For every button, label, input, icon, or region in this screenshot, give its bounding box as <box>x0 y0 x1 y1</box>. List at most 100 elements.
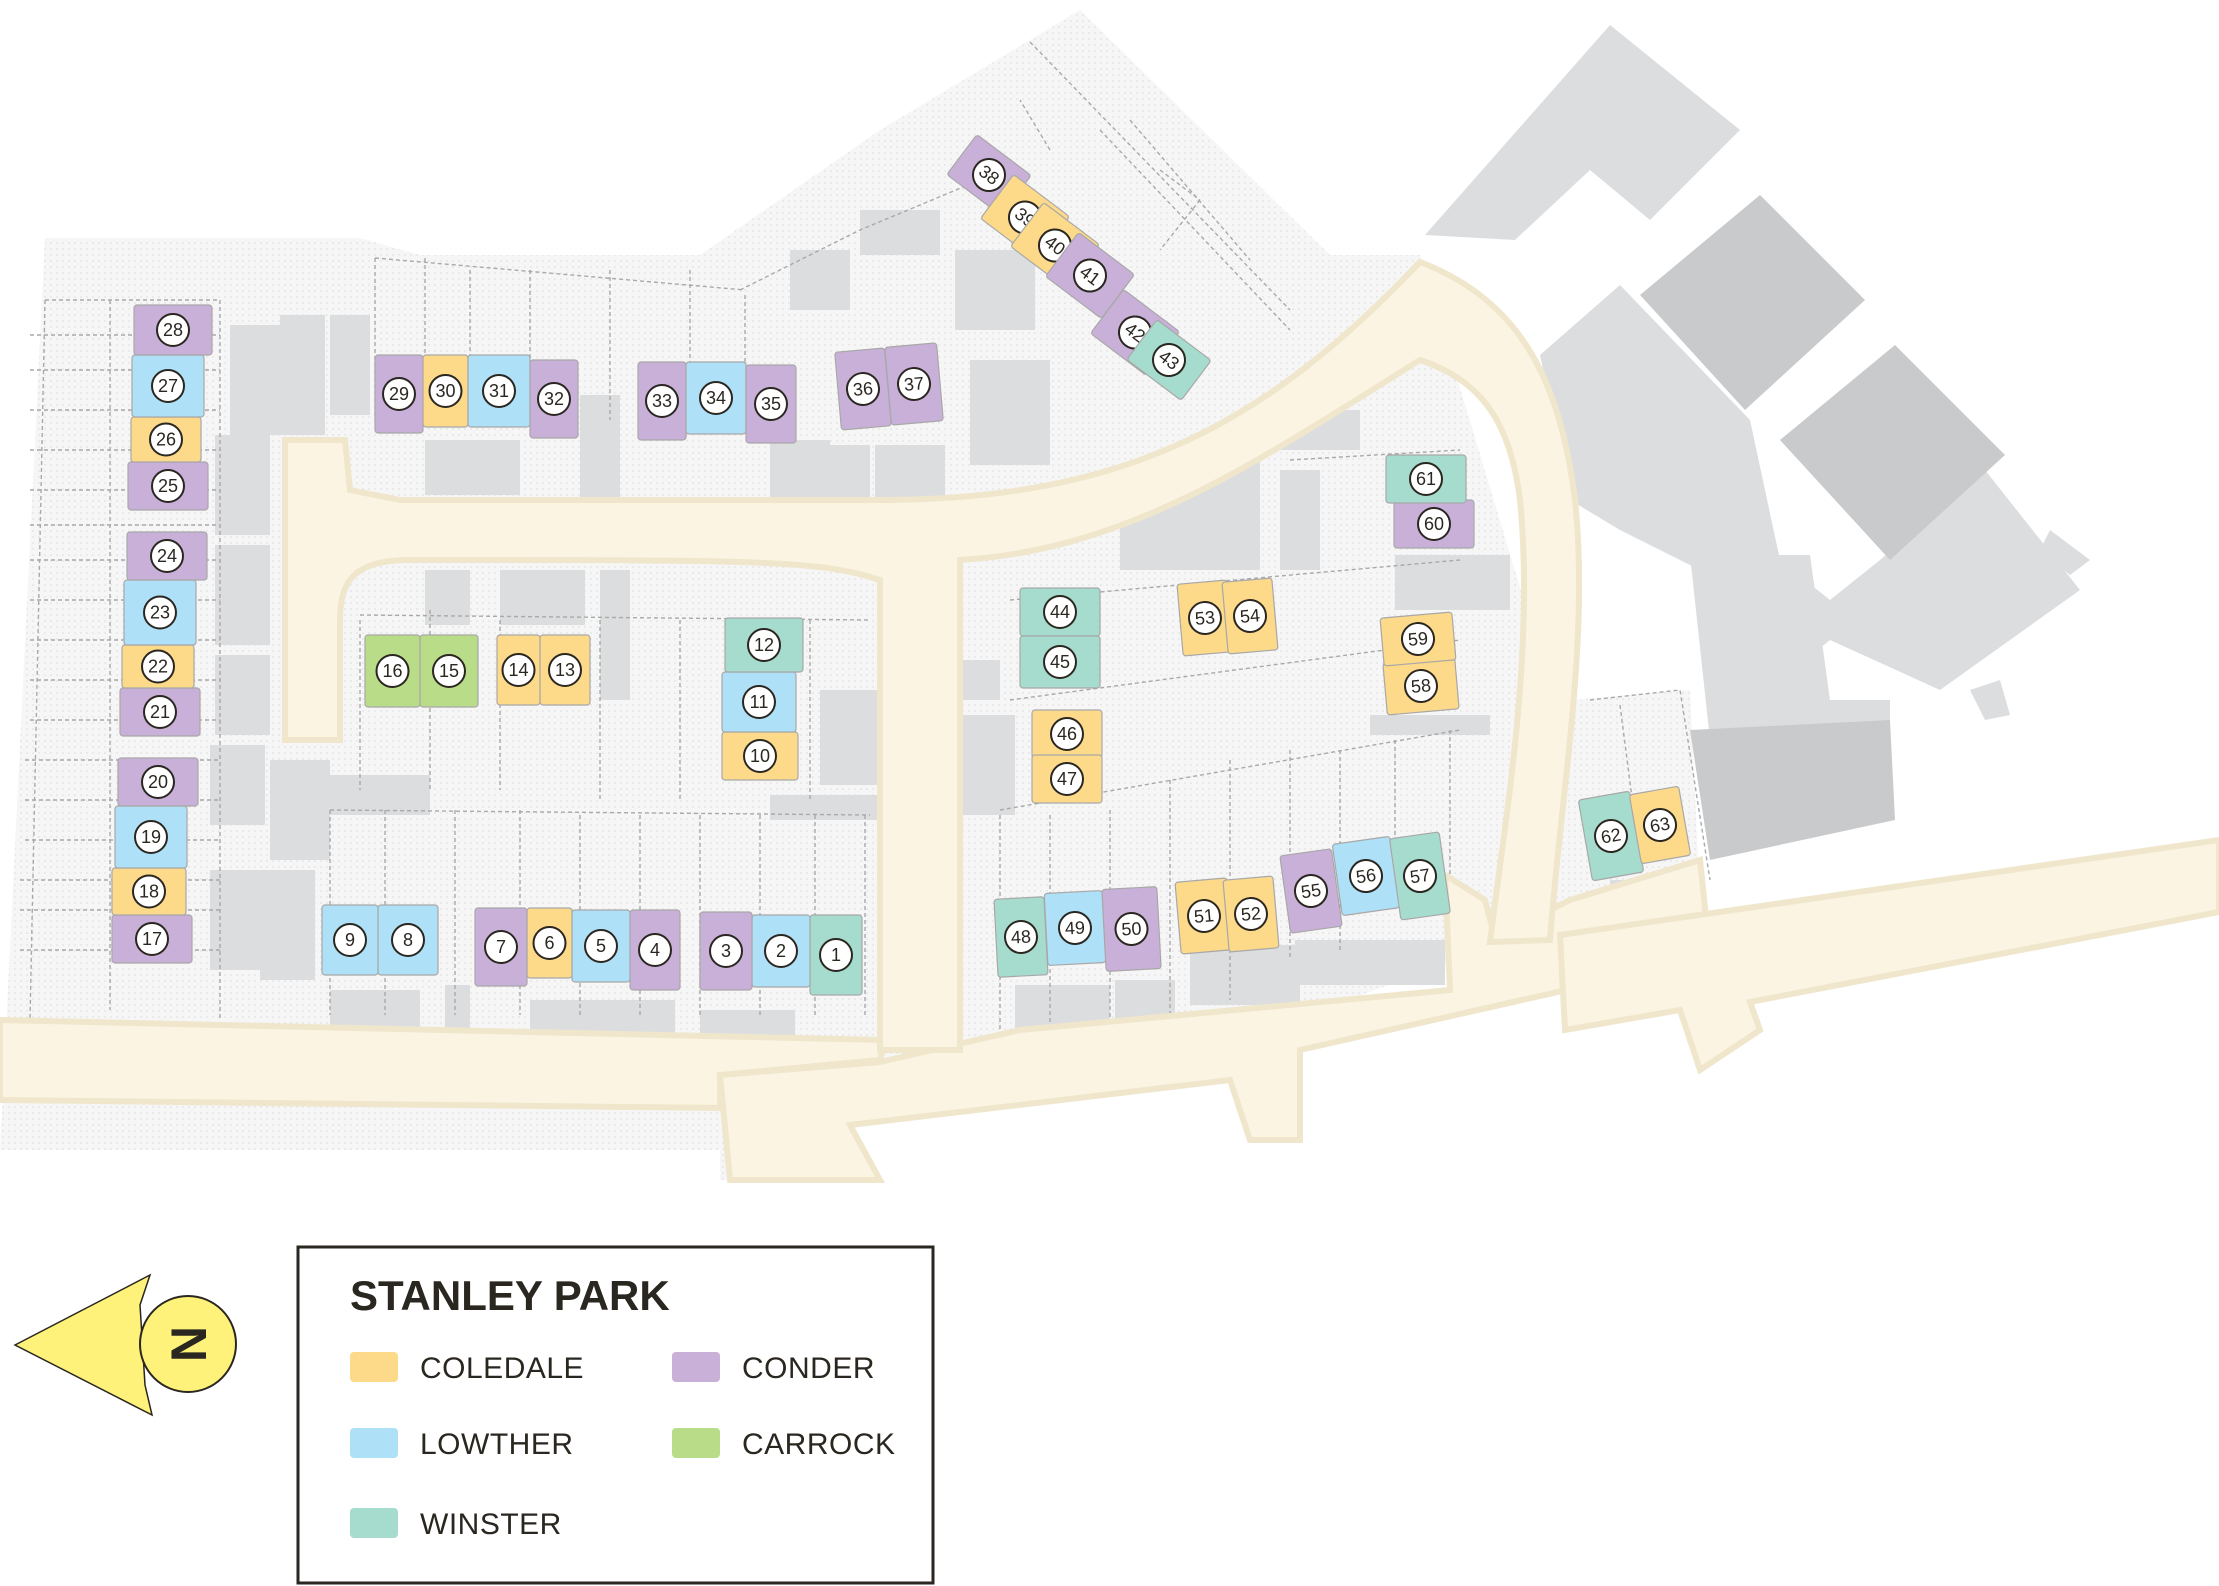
plot-number: 48 <box>1010 926 1031 947</box>
plot-4[interactable]: 4 <box>629 909 681 991</box>
plot-number-badge <box>537 382 571 416</box>
plot-47[interactable]: 47 <box>1031 754 1103 804</box>
plot-52[interactable]: 52 <box>1222 875 1280 953</box>
plot-18[interactable]: 18 <box>111 867 187 916</box>
plot-number: 16 <box>382 661 402 681</box>
plot-34[interactable]: 34 <box>685 361 747 435</box>
neighbour-building <box>1640 195 1865 410</box>
plot-25[interactable]: 25 <box>127 461 209 511</box>
plot-3[interactable]: 3 <box>699 911 753 991</box>
plot-57[interactable]: 57 <box>1389 831 1451 921</box>
plot-35[interactable]: 35 <box>745 364 797 444</box>
plot-number: 15 <box>439 661 459 681</box>
plot-number-badge <box>699 381 733 415</box>
plot-number-badge <box>141 765 175 799</box>
garage <box>875 445 945 500</box>
plot-55[interactable]: 55 <box>1279 848 1343 934</box>
roads <box>0 258 2219 1183</box>
plot-number-badge <box>1114 912 1149 946</box>
legend-swatch <box>350 1508 398 1538</box>
plot-37[interactable]: 37 <box>884 342 944 426</box>
plot-33[interactable]: 33 <box>637 361 687 441</box>
plot-12[interactable]: 12 <box>724 617 804 673</box>
plot-11[interactable]: 11 <box>721 671 797 733</box>
neighbour-building <box>1780 345 2005 560</box>
plot-15[interactable]: 15 <box>419 634 479 708</box>
plot-20[interactable]: 20 <box>117 757 199 807</box>
plot-boundary-line <box>1009 559 1461 601</box>
plot-number-badge <box>1188 601 1222 635</box>
plot-45[interactable]: 45 <box>1019 635 1101 689</box>
legend-item-conder: CONDER <box>672 1352 875 1385</box>
plot-41[interactable]: 41 <box>1045 232 1134 318</box>
plot-number-badge <box>548 653 582 687</box>
plot-19[interactable]: 19 <box>114 805 188 869</box>
garage <box>330 990 420 1030</box>
garage <box>425 570 470 625</box>
plot-number: 24 <box>157 546 177 566</box>
plot-28[interactable]: 28 <box>133 304 213 356</box>
road-east-main <box>1556 836 2219 1075</box>
plot-36[interactable]: 36 <box>834 347 892 431</box>
plot-number: 50 <box>1121 918 1142 939</box>
plot-30[interactable]: 30 <box>422 354 469 428</box>
plot-number-badge <box>1294 874 1328 908</box>
plot-56[interactable]: 56 <box>1332 836 1400 916</box>
plot-60[interactable]: 60 <box>1393 499 1475 549</box>
plot-number-badge <box>1404 669 1438 703</box>
plot-59[interactable]: 59 <box>1379 611 1457 667</box>
garage <box>1280 470 1320 570</box>
plot-21[interactable]: 21 <box>119 687 201 737</box>
plot-10[interactable]: 10 <box>721 731 799 781</box>
plot-6[interactable]: 6 <box>526 907 573 979</box>
plot-17[interactable]: 17 <box>111 914 193 964</box>
plot-31[interactable]: 31 <box>467 354 531 428</box>
legend-swatch <box>672 1352 720 1382</box>
garage <box>215 435 270 535</box>
plot-number: 12 <box>754 635 774 655</box>
plot-32[interactable]: 32 <box>529 359 579 439</box>
plot-62[interactable]: 62 <box>1578 790 1644 882</box>
plot-22[interactable]: 22 <box>121 644 195 689</box>
plot-14[interactable]: 14 <box>496 634 541 706</box>
plot-8[interactable]: 8 <box>377 904 439 976</box>
plot-43[interactable]: 43 <box>1127 320 1211 401</box>
plot-number: 11 <box>750 692 769 712</box>
plot-49[interactable]: 49 <box>1043 890 1107 966</box>
neighbour-building <box>1425 25 1740 240</box>
legend-swatch <box>350 1428 398 1458</box>
garage <box>230 325 280 435</box>
plot-54[interactable]: 54 <box>1221 577 1279 655</box>
plot-63[interactable]: 63 <box>1629 786 1691 864</box>
plot-number-badge <box>972 158 1006 192</box>
plot-16[interactable]: 16 <box>364 634 421 708</box>
garage <box>210 745 265 825</box>
plot-2[interactable]: 2 <box>751 914 811 988</box>
plot-number: 5 <box>596 936 606 956</box>
plot-9[interactable]: 9 <box>321 904 379 976</box>
garage <box>770 795 885 820</box>
plot-24[interactable]: 24 <box>126 531 208 581</box>
garage <box>955 250 1035 330</box>
plot-1[interactable]: 1 <box>809 914 863 996</box>
plot-23[interactable]: 23 <box>123 579 197 646</box>
plot-13[interactable]: 13 <box>539 634 591 706</box>
plot-48[interactable]: 48 <box>993 896 1049 978</box>
plot-44[interactable]: 44 <box>1019 587 1101 637</box>
plot-boundary-line <box>1159 199 1201 251</box>
plot-26[interactable]: 26 <box>130 416 202 463</box>
plot-46[interactable]: 46 <box>1031 709 1103 759</box>
plot-29[interactable]: 29 <box>374 354 424 434</box>
plot-58[interactable]: 58 <box>1382 656 1460 716</box>
plot-7[interactable]: 7 <box>474 907 528 987</box>
legend-box <box>296 1245 935 1585</box>
legend-label: LOWTHER <box>420 1428 574 1461</box>
plot-number-badge <box>1401 622 1435 656</box>
plot-50[interactable]: 50 <box>1101 886 1162 972</box>
plot-27[interactable]: 27 <box>131 354 205 418</box>
plot-61[interactable]: 61 <box>1385 454 1467 504</box>
plot-number-badge <box>1073 258 1107 293</box>
plot-5[interactable]: 5 <box>571 909 631 983</box>
plot-51[interactable]: 51 <box>1174 877 1234 955</box>
north-arrow-circle <box>139 1295 237 1393</box>
